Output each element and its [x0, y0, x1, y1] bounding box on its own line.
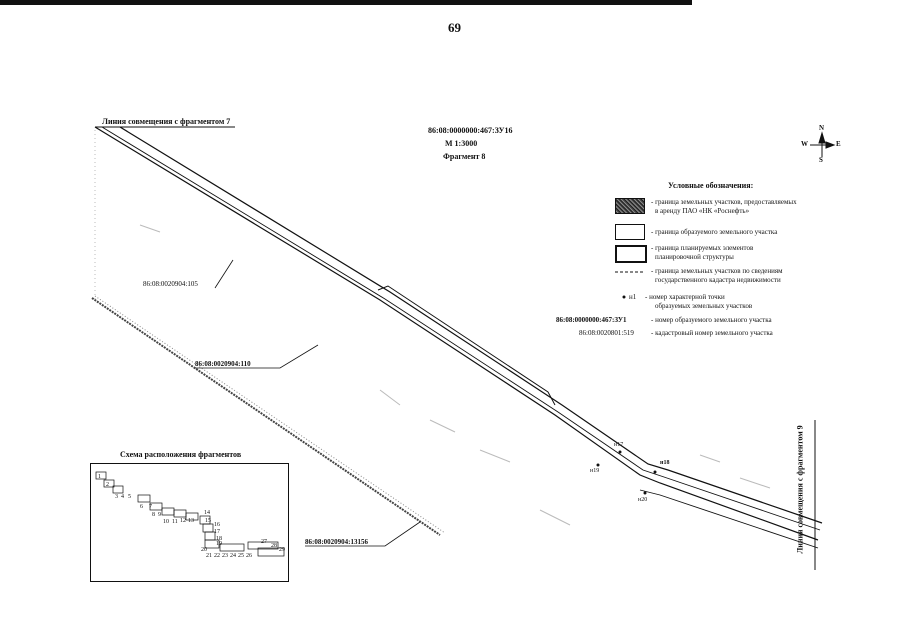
page-number: 69 — [448, 20, 461, 35]
legend-item-1-line-1: - граница земельных участков, предоставл… — [651, 198, 797, 206]
legend-item-3-line-2: планировочной структуры — [655, 253, 734, 261]
fragment-label: 29 — [279, 547, 285, 553]
fragment-label: 5 — [128, 494, 131, 500]
fragment-label: 8 — [152, 512, 155, 518]
fragment-label: 16 — [214, 522, 220, 528]
top-border — [0, 0, 692, 5]
legend-point-label: н1 — [629, 293, 637, 301]
legend-item-7: - кадастровый номер земельного участка — [651, 329, 773, 337]
compass-s: S — [819, 156, 823, 164]
fragment-label: Фрагмент 8 — [443, 152, 486, 161]
fragment-label: 15 — [205, 518, 211, 524]
fragment-label: 25 — [238, 553, 244, 559]
fragment-label: 21 — [206, 553, 212, 559]
road-line-outer-top — [94, 126, 819, 541]
legend-item-4-line-1: - граница земельных участков по сведения… — [651, 267, 783, 275]
legend-double-box-symbol — [615, 245, 647, 263]
match-line-right-label: Линия совмещения с фрагментом 9 — [795, 425, 805, 554]
fragment-label: 6 — [140, 504, 143, 510]
legend-title: Условные обозначения: — [668, 181, 754, 190]
legend-cadastral-label: 86:08:0020801:519 — [579, 329, 634, 337]
point-n18 — [653, 470, 657, 474]
fragment-label: 2 — [106, 482, 109, 488]
fragment-label: 1 — [98, 474, 101, 480]
legend-point-symbol — [622, 295, 626, 299]
planned-element-boundary — [377, 285, 556, 406]
point-label-n17: н17 — [614, 442, 624, 448]
fragment-label: 17 — [214, 529, 220, 535]
leader-13156 — [305, 521, 421, 547]
leader-105 — [214, 259, 234, 289]
compass-e: E — [836, 140, 841, 148]
faint-features — [139, 224, 771, 526]
fragment-label: 23 — [222, 553, 228, 559]
fragment-label: 9 — [158, 512, 161, 518]
fragment-label: 3 — [115, 494, 118, 500]
cadastral-label-110: 86:08:0020904:110 — [195, 360, 251, 368]
fragment-label: 20 — [201, 547, 207, 553]
cadastral-label-13156: 86:08:0020904:13156 — [305, 538, 368, 546]
legend-item-2: - граница образуемого земельного участка — [651, 228, 778, 236]
legend-box-symbol — [615, 224, 645, 240]
compass-n: N — [819, 124, 825, 132]
fragment-label: 10 — [163, 519, 169, 525]
point-n19 — [596, 463, 600, 467]
inset-schematic — [95, 471, 285, 557]
fragment-label: 4 — [121, 494, 124, 500]
legend-item-6: - номер образуемого земельного участка — [651, 316, 772, 324]
inset-frame — [90, 463, 289, 582]
point-n17 — [618, 450, 622, 454]
scale-label: М 1:3000 — [445, 139, 478, 148]
legend-item-5-line-1: - номер характерной точки — [645, 293, 725, 301]
fragment-label: 12 — [180, 518, 186, 524]
compass-icon — [810, 131, 836, 157]
match-line-top-label: Линия совмещения с фрагментом 7 — [102, 117, 231, 126]
legend-hatched-symbol — [615, 198, 645, 214]
point-label-n19: н19 — [590, 468, 600, 474]
fragment-label: 18 — [216, 536, 222, 542]
fragment-label: 27 — [261, 539, 267, 545]
fragment-label: 11 — [172, 519, 178, 525]
legend-item-1-line-2: в аренду ПАО «НК «Роснефть» — [655, 207, 750, 215]
legend-item-5-line-2: образуемых земельных участков — [655, 302, 753, 310]
road-line-inner-top — [101, 126, 821, 531]
fragment-label: 26 — [246, 553, 252, 559]
fragment-label: 7 — [149, 504, 152, 510]
fragment-label: 13 — [188, 518, 194, 524]
legend-item-4-line-2: государственного кадастра недвижимости — [655, 276, 781, 284]
fragment-label: 24 — [230, 553, 236, 559]
parcel-boundary-right — [639, 489, 819, 549]
fragment-label: 19 — [216, 541, 222, 547]
fragment-label: 28 — [271, 543, 277, 549]
parcel-code: 86:08:0000000:467:ЗУ16 — [428, 126, 513, 135]
hatched-corridor — [91, 297, 441, 536]
point-label-n18: н18 — [660, 460, 670, 466]
cadastral-label-105: 86:08:0020904:105 — [143, 280, 198, 288]
point-label-n20: н20 — [638, 497, 648, 503]
legend-item-3-line-1: - граница планируемых элементов — [651, 244, 754, 252]
leader-110 — [195, 344, 319, 369]
inset-title: Схема расположения фрагментов — [120, 450, 242, 459]
compass-w: W — [801, 140, 808, 148]
legend-bold-code-label: 86:08:0000000:467:ЗУ1 — [556, 316, 627, 324]
fragment-label: 22 — [214, 553, 220, 559]
point-n20 — [643, 491, 647, 495]
road-line-outer-bottom — [119, 126, 823, 524]
fragment-label: 14 — [204, 510, 210, 516]
